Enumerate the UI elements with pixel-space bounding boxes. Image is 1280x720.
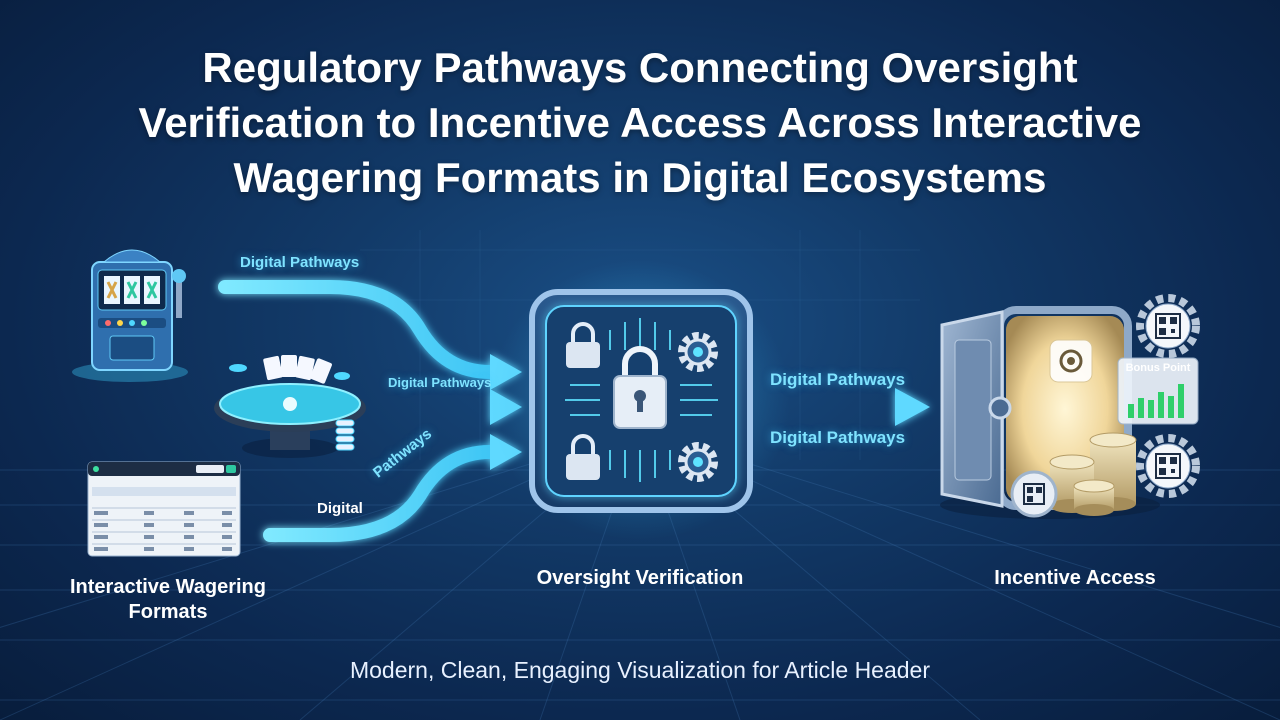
qr-gear-icon xyxy=(1136,434,1200,498)
column-label-wagering-formats: Interactive Wagering Formats xyxy=(40,575,296,625)
betting-table-screen-icon xyxy=(87,461,241,557)
title-line: Regulatory Pathways Connecting Oversight xyxy=(202,44,1078,91)
title-line: Wagering Formats in Digital Ecosystems xyxy=(233,154,1047,201)
poker-table-icon xyxy=(214,355,366,458)
lock-icon xyxy=(566,322,600,368)
pathway-label-right-top: Digital Pathways xyxy=(770,370,906,389)
pathway-arrow-bottom xyxy=(263,445,497,542)
footer-caption: Modern, Clean, Engaging Visualization fo… xyxy=(349,657,931,683)
gear-icon xyxy=(678,332,718,372)
qr-coin-icon xyxy=(1010,470,1058,518)
pathway-label-middle: Digital Pathways xyxy=(388,375,492,390)
pathway-arrowhead-right xyxy=(895,388,930,426)
lock-icon xyxy=(566,434,600,480)
qr-gear-icon xyxy=(1136,294,1200,358)
page-title: Regulatory Pathways Connecting Oversight… xyxy=(40,40,1240,205)
column-label-line: Interactive Wagering xyxy=(70,576,266,598)
title-line: Verification to Incentive Access Across … xyxy=(138,99,1142,146)
oversight-panel-icon xyxy=(490,260,790,540)
column-label-incentive: Incentive Access xyxy=(994,567,1156,589)
column-label-oversight: Oversight Verification xyxy=(536,567,744,589)
pathway-label-bottom-digital: Digital xyxy=(317,500,363,517)
gear-icon xyxy=(678,442,718,482)
bonus-point-label: Bonus Point xyxy=(1125,362,1191,374)
pathway-label-right-bottom: Digital Pathways xyxy=(770,428,906,447)
slot-machine-icon xyxy=(72,249,188,382)
coin-stacks-icon xyxy=(1010,432,1137,518)
column-label-line: Formats xyxy=(128,601,208,623)
central-lock-icon xyxy=(613,346,667,429)
bonus-chart-card xyxy=(1117,357,1199,425)
pathway-arrow-top xyxy=(218,280,497,379)
pathway-label-top: Digital Pathways xyxy=(240,254,360,271)
